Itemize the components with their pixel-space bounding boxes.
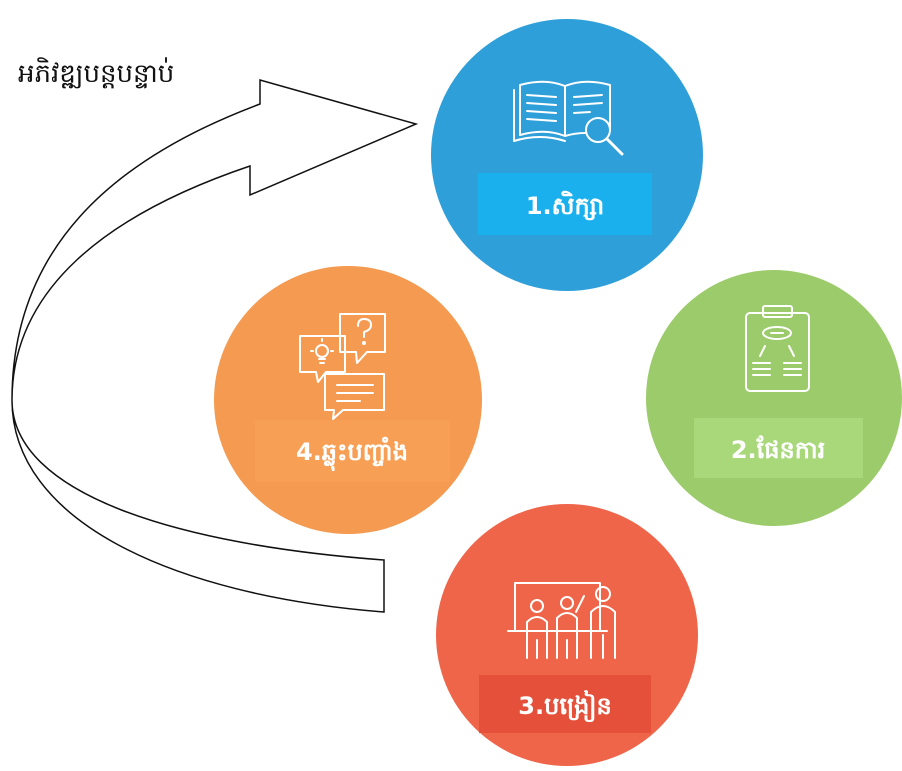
curved-arrow [11,79,419,613]
classroom-teaching-icon [507,582,616,659]
step-reflect: 4.ឆ្លុះបញ្ចាំង [214,266,482,534]
plan-circle [646,270,902,526]
plan-label: 2.ផែនការ [731,435,825,464]
plan-label-box [694,418,863,478]
open-book-magnifier-icon [513,80,624,156]
study-label-box [478,173,652,235]
teach-label-box [479,675,651,733]
study-label: 1.សិក្សា [526,190,604,221]
step-plan: 2.ផែនការ [646,270,902,526]
teach-label: 3.បង្រៀន [518,690,611,723]
clipboard-plan-icon [745,305,810,392]
step-study: 1.សិក្សា [431,19,703,291]
reflect-label: 4.ឆ្លុះបញ្ចាំង [296,436,408,471]
study-circle [431,19,703,291]
speech-bubbles-idea-icon [299,313,386,420]
cycle-caption: អភិវឌ្ឍបន្តបន្ទាប់ [18,57,174,89]
reflect-label-box [255,420,450,482]
step-teach: 3.បង្រៀន [436,504,698,766]
